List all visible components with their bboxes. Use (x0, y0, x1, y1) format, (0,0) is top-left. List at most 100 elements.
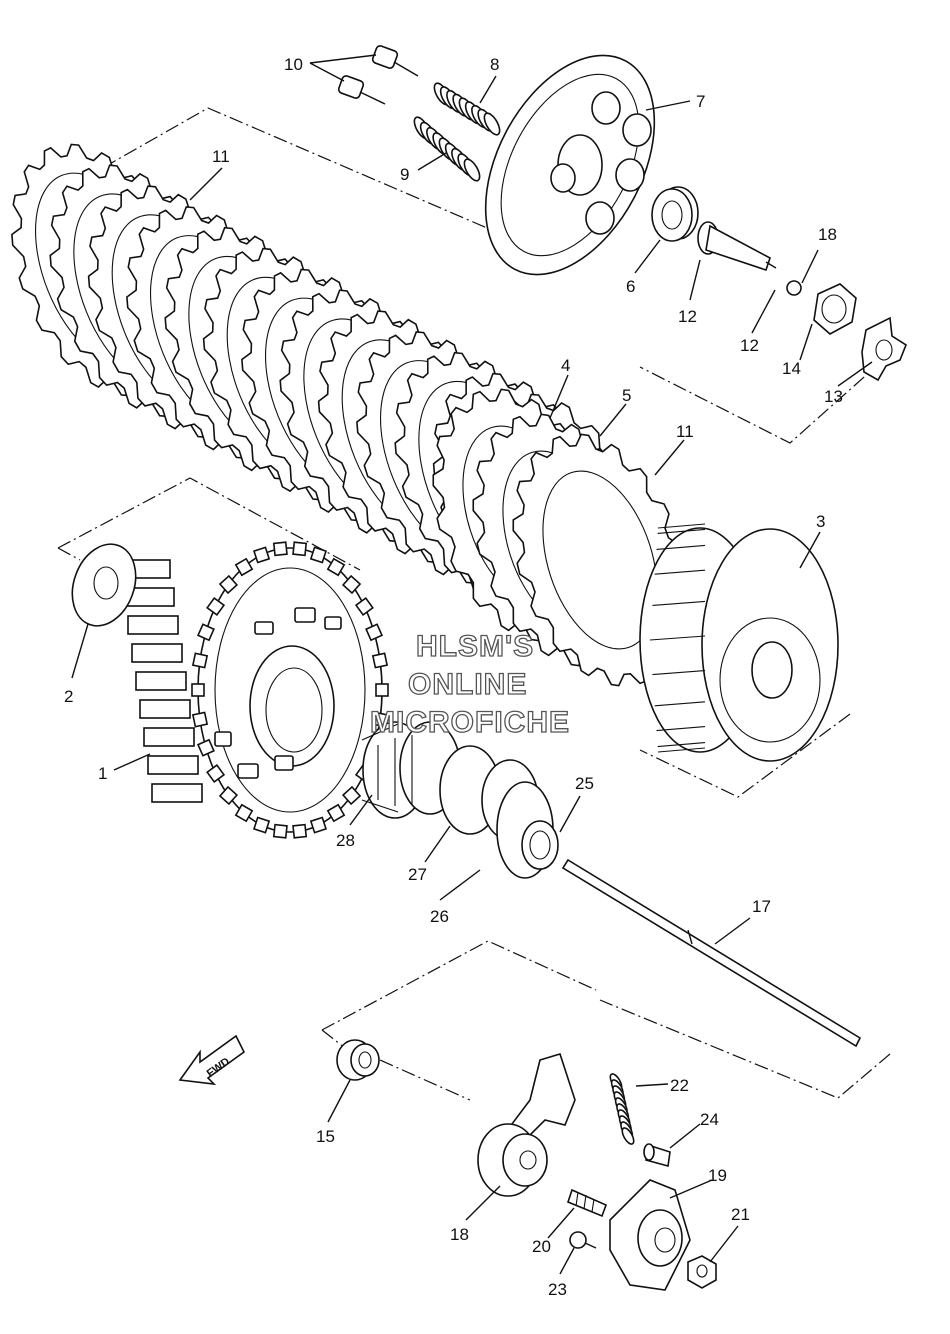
gear-tooth (326, 557, 346, 577)
watermark-line-1: HLSM'S (416, 630, 534, 663)
label-22: 21 (731, 1205, 750, 1224)
housing-finger (143, 727, 195, 747)
label-9: 9 (400, 165, 409, 184)
label-23: 22 (670, 1076, 689, 1095)
housing-finger (147, 755, 199, 775)
gear-tooth (371, 652, 389, 669)
gear-tooth (292, 541, 308, 557)
label-11-top: 11 (212, 147, 230, 166)
label-18: 18 (818, 225, 837, 244)
springs (413, 82, 501, 182)
gear-tooth (365, 623, 384, 642)
screw (569, 1231, 597, 1249)
gear-tooth (341, 574, 362, 595)
spring-coil (433, 82, 501, 136)
primary-driven-gear (119, 541, 389, 839)
gear-tooth (292, 823, 308, 839)
plate-inner-edge (542, 470, 658, 650)
housing-finger (127, 615, 179, 635)
gear-tooth (191, 711, 209, 728)
label-25: 24 (700, 1110, 719, 1129)
gear-tooth (272, 541, 288, 557)
gear-tooth (375, 683, 389, 697)
gear-tooth (234, 803, 254, 823)
boss-rib (656, 726, 706, 732)
watermark-line-3: MICROFICHE (370, 706, 570, 739)
bearing-cover (609, 1179, 691, 1291)
spring-coil (413, 116, 481, 182)
watermark: HLSM'S ONLINE MICROFICHE (369, 629, 570, 739)
adjusting-screw (567, 1188, 608, 1218)
boss-rib (654, 701, 706, 707)
boss-rib (654, 569, 706, 575)
label-14: 13 (824, 387, 843, 406)
leader-lines (71, 54, 873, 1275)
return-spring (609, 1073, 635, 1145)
label-3: 3 (816, 512, 825, 531)
label-29: 28 (336, 831, 355, 850)
gear-tooth (206, 763, 226, 783)
label-13: 12 (740, 336, 759, 355)
part-labels: 10 8 7 9 11 6 12 18 12 14 13 4 5 11 3 2 … (64, 55, 843, 1299)
fwd-arrow-icon: FWD (178, 1034, 246, 1086)
boss-rib (657, 747, 706, 753)
spring-turn (621, 1127, 635, 1145)
label-1: 1 (98, 764, 107, 783)
gear-tooth (234, 557, 254, 577)
label-10: 10 (284, 55, 303, 74)
label-12: 12 (678, 307, 697, 326)
boss-rib (652, 670, 706, 676)
boss-rib (657, 523, 706, 529)
label-11-right: 11 (676, 422, 694, 441)
housing-finger (135, 671, 187, 691)
boss-rib (657, 528, 706, 535)
gear-tooth (196, 738, 215, 757)
label-21: 20 (532, 1237, 551, 1256)
gear-tooth (309, 546, 327, 564)
spring-coil (609, 1073, 635, 1145)
push-lever-shaft (477, 1053, 576, 1197)
bearing (651, 186, 699, 242)
oil-seal (336, 1039, 380, 1081)
label-15: 14 (782, 359, 801, 378)
label-28: 27 (408, 865, 427, 884)
label-27: 26 (430, 907, 449, 926)
spring-turn (483, 112, 501, 136)
gear-tooth (371, 711, 389, 728)
small-hardware (786, 280, 907, 382)
housing-finger (139, 699, 191, 719)
label-20: 19 (708, 1166, 727, 1185)
boss-rib (652, 600, 706, 606)
label-5: 5 (622, 386, 631, 405)
pin (643, 1143, 671, 1168)
boss-rib (656, 544, 706, 550)
pressure-plate (484, 54, 656, 276)
housing-finger (131, 643, 183, 663)
gear-tooth (253, 816, 271, 834)
housing-finger (151, 783, 203, 803)
label-7: 7 (696, 92, 705, 111)
gear-tooth (218, 785, 239, 806)
gear-tooth (354, 597, 374, 617)
bearing-spacer-set (361, 721, 559, 879)
label-6: 6 (626, 277, 635, 296)
label-17: 17 (752, 897, 771, 916)
bolts (337, 45, 419, 105)
watermark-line-2: ONLINE (408, 668, 527, 701)
label-8: 8 (490, 55, 499, 74)
spring-turn (463, 158, 481, 182)
label-4: 4 (561, 356, 570, 375)
gear-tooth (196, 623, 215, 642)
label-24: 23 (548, 1280, 567, 1299)
boss-rib (649, 635, 706, 641)
gear-tooth (218, 574, 239, 595)
long-push-rod (561, 858, 862, 1048)
gear-tooth (341, 785, 362, 806)
label-2: 2 (64, 687, 73, 706)
clutch-boss (639, 523, 839, 762)
gear-tooth (191, 652, 209, 669)
gear-tooth (206, 597, 226, 617)
gear-tooth (272, 823, 288, 839)
gear-tooth (253, 546, 271, 564)
